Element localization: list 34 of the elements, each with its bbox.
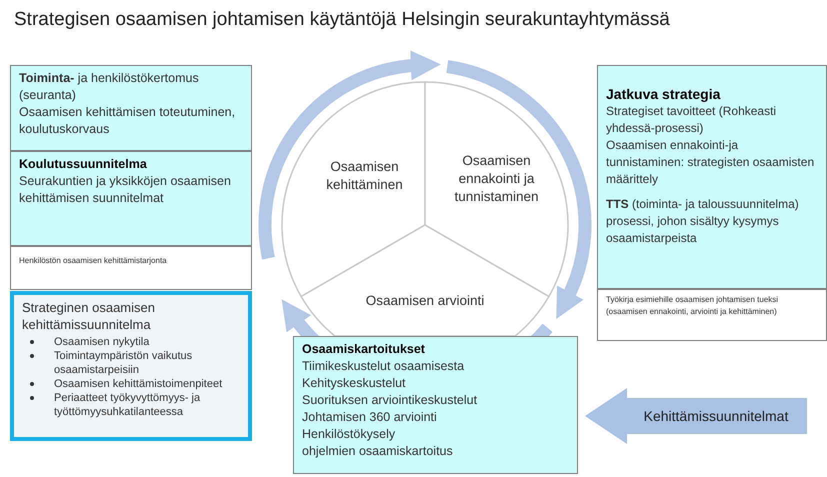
bullet-item: Osaamisen nykytila <box>54 335 150 349</box>
bullet-item: Toimintaympäristön vaikutus osaamistarpeisiin <box>54 349 194 377</box>
box-heading: Jatkuva strategia <box>606 86 722 103</box>
box-text: TTS (toiminta- ja taloussuunnitelma) prosessi, johon sisältyy kysymys osaamistarpeista <box>606 196 800 247</box>
box-heading: Osaamiskartoitukset <box>302 341 426 358</box>
info-box <box>10 65 252 151</box>
box-text: Suorituksen arviointikeskustelut <box>302 392 478 409</box>
segment-label: Osaamisen ennakointi ja tunnistaminen <box>453 152 540 206</box>
box-text: Henkilöstökysely <box>302 426 396 443</box>
box-text: Työkirja esimiehille osaamisen johtamisen tueksi (osaamisen ennakointi, arviointi ja kehittäminen) <box>606 294 780 318</box>
info-box <box>10 246 252 290</box>
segment-label: Osaamisen arviointi <box>364 292 486 310</box>
segment-label: Osaamisen kehittäminen <box>325 158 404 194</box>
box-text: Seurakuntien ja yksikköjen osaamisen kehittämisen suunnitelmat <box>19 173 232 207</box>
box-text: Johtamisen 360 arviointi <box>302 409 438 426</box>
info-box <box>10 151 252 246</box>
info-box <box>10 291 252 441</box>
box-text: Toiminta- ja henkilöstökertomus (seuranta) <box>19 70 200 104</box>
info-box <box>597 289 827 341</box>
box-text: Henkilöstön osaamisen kehittämistarjonta <box>19 255 168 266</box>
box-text: Tiimikeskustelut osaamisesta <box>302 358 466 375</box>
info-box <box>293 336 578 474</box>
bullet-item: Osaamisen kehittämistoimenpiteet <box>54 377 222 391</box>
box-heading: Strateginen osaamisen kehittämissuunnitelma <box>22 299 156 333</box>
bullet-item: Periaatteet työkyvyttömyys- ja työttömyysuhkatilanteessa <box>54 391 202 419</box>
diagram-title: Strategisen osaamisen johtamisen käytäntöjä Helsingin seurakuntayhtymässä <box>14 8 670 32</box>
box-heading: Koulutussuunnitelma <box>19 156 148 173</box>
box-text: Osaamisen ennakointi-ja tunnistaminen: strategisten osaamisten määrittely <box>606 137 816 188</box>
box-text: Strategiset tavoitteet (Rohkeasti yhdessä-prosessi) <box>606 103 778 137</box>
box-text: Osaamisen kehittämisen toteutuminen, koulutuskorvaus <box>19 104 236 138</box>
arrow-label: Kehittämissuunnitelmat <box>644 406 788 426</box>
box-text: ohjelmien osaamiskartoitus <box>302 443 454 460</box>
info-box <box>597 65 827 289</box>
box-text: Kehityskeskustelut <box>302 375 407 392</box>
